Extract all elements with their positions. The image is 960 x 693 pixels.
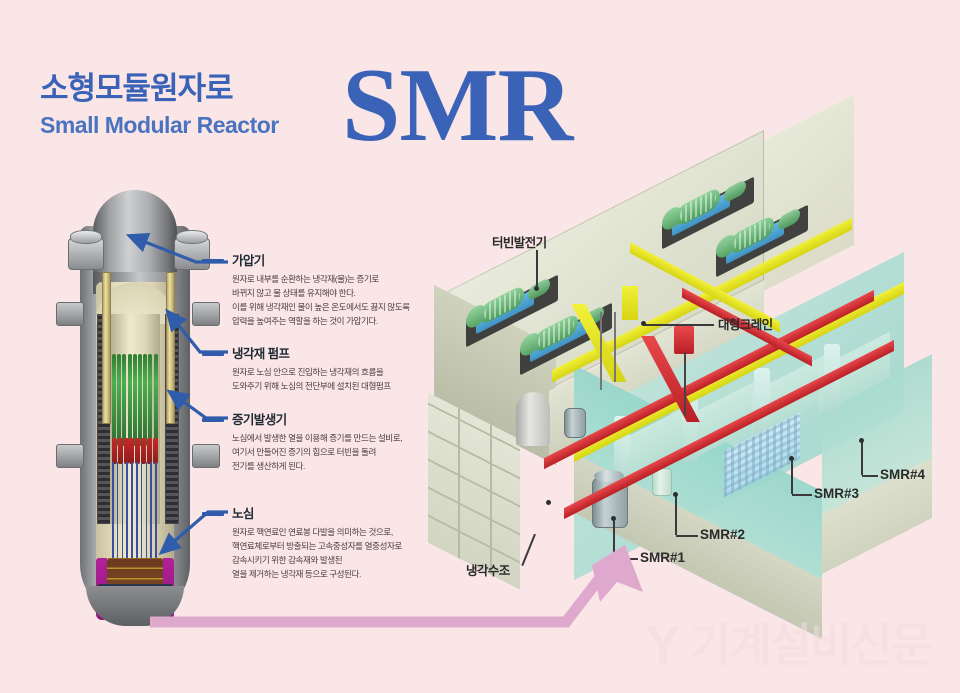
leader-dot-crane xyxy=(641,321,646,326)
label-smr-4: SMR#4 xyxy=(880,467,926,482)
nozzle-lower-left xyxy=(56,444,84,468)
label-large-crane: 대형크레인 xyxy=(718,318,773,332)
callout-bar xyxy=(202,512,224,516)
label-smr-1: SMR#1 xyxy=(640,550,686,565)
leader-dot-turbine xyxy=(534,286,539,291)
leader-dot-smr-2 xyxy=(673,492,678,497)
control-rod-drive-right xyxy=(166,272,175,424)
label-cooling-pool: 냉각수조 xyxy=(466,564,510,578)
leader-stem-smr-1 xyxy=(613,520,615,558)
fuel-rod-lower-nozzles xyxy=(112,438,158,464)
callout-bar xyxy=(202,418,224,422)
leader-line-smr-2 xyxy=(676,535,698,537)
crane-hoist-cable xyxy=(614,312,616,382)
plant-isometric-illustration xyxy=(424,94,944,640)
leader-dot-smr-3 xyxy=(789,456,794,461)
leader-dot-smr-4 xyxy=(859,438,864,443)
control-rod-lines xyxy=(112,462,158,574)
callout-body: 원자로 내부를 순환하는 냉각재(물)는 증기로 바뀌지 않고 물 상태를 유지… xyxy=(232,274,410,326)
smr-vessel-head xyxy=(594,470,624,482)
label-turbine-generator: 터빈발전기 xyxy=(492,236,547,250)
vessel-bottom-head xyxy=(86,586,184,626)
callout-bar xyxy=(202,352,224,356)
page-title-english: Small Modular Reactor xyxy=(40,112,279,139)
callout-coolant-pump: 냉각재 펌프 원자로 노심 안으로 진입하는 냉각재의 흐름을 도와주기 위해 … xyxy=(202,343,457,394)
leader-line-crane xyxy=(644,324,714,326)
crane-trolley xyxy=(622,286,638,320)
label-smr-3: SMR#3 xyxy=(814,486,860,501)
coolant-pump-cap-left xyxy=(70,230,102,244)
callout-heading: 가압기 xyxy=(232,254,265,268)
reactor-cutaway-illustration xyxy=(52,186,222,626)
leader-stem-smr-4 xyxy=(861,442,863,475)
callout-body: 노심에서 발생한 열을 이용해 증기를 만드는 설비로, 여기서 만들어진 증기… xyxy=(232,433,403,471)
nozzle-upper-right xyxy=(192,302,220,326)
nozzle-lower-right xyxy=(192,444,220,468)
nozzle-upper-left xyxy=(56,302,84,326)
title-block: 소형모듈원자로 Small Modular Reactor xyxy=(40,71,340,139)
leader-stem-smr-2 xyxy=(675,496,677,535)
pool-gantry-trolley xyxy=(674,326,694,354)
auxiliary-vessel xyxy=(564,408,586,438)
callout-body: 원자로 노심 안으로 진입하는 냉각재의 흐름을 도와주기 위해 노심의 전단부… xyxy=(232,367,391,391)
watermark-text: 기계설비신문 xyxy=(689,619,933,671)
leader-stem-smr-3 xyxy=(791,460,793,494)
leader-dot-cooling-pool xyxy=(546,500,551,505)
callout-heading: 냉각재 펌프 xyxy=(232,347,290,361)
callout-heading: 노심 xyxy=(232,507,254,521)
callout-heading: 증기발생기 xyxy=(232,413,287,427)
leader-line-turbine xyxy=(536,250,538,288)
crane-hoist-cable xyxy=(684,352,686,416)
watermark-logo-icon: Y xyxy=(645,615,682,675)
smr-logo: SMR xyxy=(342,46,573,163)
page-title-korean: 소형모듈원자로 xyxy=(40,71,234,106)
storage-tank xyxy=(516,392,550,446)
control-rod-drive-left xyxy=(102,272,111,424)
smr-module-column-3 xyxy=(754,368,770,438)
callout-steam-generator: 증기발생기 노심에서 발생한 열을 이용해 증기를 만드는 설비로, 여기서 만… xyxy=(202,409,457,474)
leader-dot-smr-1 xyxy=(611,516,616,521)
leader-line-smr-3 xyxy=(792,494,812,496)
leader-line-smr-4 xyxy=(862,475,878,477)
leader-line-smr-1 xyxy=(614,558,638,560)
crane-hoist-cable xyxy=(600,312,602,390)
fuel-rod-bundle xyxy=(112,354,158,446)
label-smr-2: SMR#2 xyxy=(700,527,746,542)
coolant-pump-cap-right xyxy=(176,230,208,244)
callout-bar xyxy=(202,259,224,263)
callout-pressurizer: 가압기 원자로 내부를 순환하는 냉각재(물)는 증기로 바뀌지 않고 물 상태… xyxy=(202,250,457,329)
watermark: Y 기계설비신문 xyxy=(645,612,945,678)
